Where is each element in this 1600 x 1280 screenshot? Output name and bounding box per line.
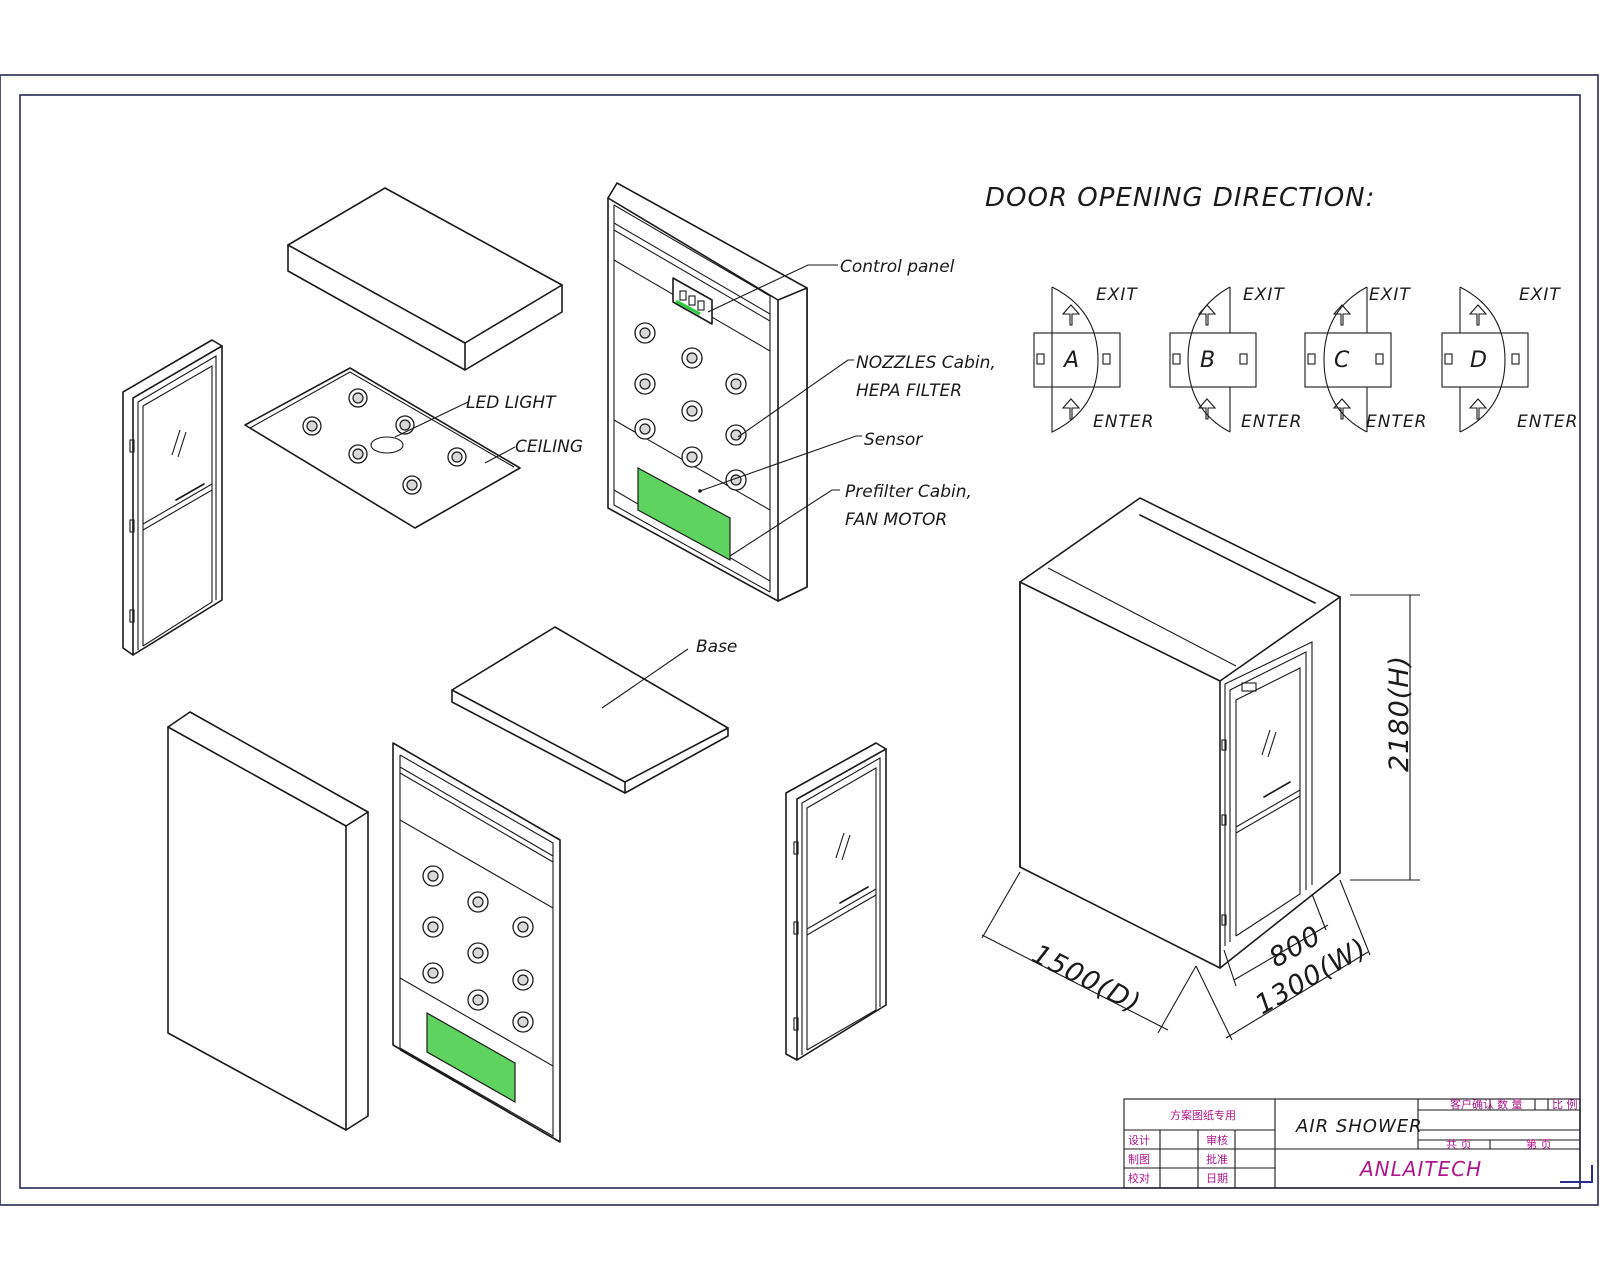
enter-a: ENTER	[1093, 412, 1154, 432]
tb-left-header: 方案图纸专用	[1170, 1108, 1236, 1122]
control-leader	[707, 264, 838, 313]
exit-d: EXIT	[1519, 285, 1561, 305]
depth-dim-line	[981, 934, 1169, 1031]
front-nozzles-top	[634, 322, 747, 491]
door-option-b	[1169, 286, 1257, 433]
door-letter-c: C	[1334, 348, 1350, 373]
door-option-c	[1304, 286, 1392, 433]
tb-qty: 数 量	[1497, 1098, 1523, 1111]
door-direction-heading: DOOR OPENING DIRECTION:	[985, 183, 1375, 213]
width-dim-line	[1225, 951, 1369, 1039]
base-leader	[601, 648, 689, 709]
title-block	[1123, 1098, 1593, 1189]
prefilter-grille-top	[637, 466, 731, 562]
prefilter-leader	[729, 489, 840, 557]
dim-depth: 1500(D)	[1027, 939, 1146, 1020]
door-option-d	[1441, 286, 1529, 433]
label-sensor: Sensor	[864, 430, 923, 450]
label-hepa: HEPA FILTER	[856, 381, 962, 401]
door-right-bottom	[785, 742, 887, 1061]
label-nozzles: NOZZLES Cabin,	[856, 353, 996, 373]
sensor-leader	[699, 435, 862, 492]
tb-product: AIR SHOWER	[1295, 1116, 1423, 1137]
assembled-air-shower	[981, 497, 1420, 1041]
tb-design: 设计	[1128, 1134, 1150, 1147]
tb-company: ANLAITECH	[1358, 1157, 1482, 1181]
tb-page: 第 页	[1526, 1137, 1552, 1151]
led-leader	[394, 401, 469, 438]
tb-total-pages: 共 页	[1446, 1138, 1472, 1151]
exit-b: EXIT	[1243, 285, 1285, 305]
ceiling-nozzles	[302, 388, 467, 495]
enter-c: ENTER	[1366, 412, 1427, 432]
led-light-ring	[370, 436, 404, 454]
dim-height: 2180(H)	[1384, 655, 1415, 772]
inner-frame	[19, 94, 1581, 1189]
door-letter-d: D	[1470, 348, 1488, 373]
tb-client-confirm: 客户确认	[1450, 1097, 1494, 1111]
tb-approve: 批准	[1206, 1152, 1228, 1166]
side-panel	[167, 711, 369, 1131]
front-panel-bottom	[392, 742, 561, 1143]
door-letter-b: B	[1200, 348, 1216, 373]
tb-date: 日期	[1206, 1172, 1228, 1185]
exit-c: EXIT	[1369, 285, 1411, 305]
door-letter-a: A	[1062, 348, 1080, 373]
ceiling-leader	[484, 446, 516, 464]
label-prefilter: Prefilter Cabin,	[845, 482, 972, 502]
roof-panel	[287, 187, 563, 371]
front-panel-top	[607, 182, 808, 602]
tb-drawn: 制图	[1128, 1153, 1150, 1166]
nozzle-leader	[737, 359, 854, 438]
label-fan-motor: FAN MOTOR	[845, 510, 947, 530]
enter-d: ENTER	[1517, 412, 1578, 432]
door-left-top	[122, 339, 223, 656]
tb-check: 校对	[1128, 1171, 1150, 1185]
tb-review: 审核	[1206, 1133, 1228, 1147]
label-led-light: LED LIGHT	[466, 393, 557, 413]
label-control-panel: Control panel	[840, 257, 955, 277]
label-base: Base	[696, 637, 737, 657]
door-option-a	[1033, 286, 1121, 433]
outer-frame	[0, 74, 1599, 1206]
label-ceiling: CEILING	[515, 437, 583, 457]
front-nozzles-bottom	[422, 865, 534, 1033]
tb-scale: 比 例	[1552, 1097, 1578, 1111]
base-panel	[451, 626, 729, 794]
enter-b: ENTER	[1241, 412, 1302, 432]
exit-a: EXIT	[1096, 285, 1138, 305]
door-dim-line	[1233, 924, 1329, 981]
ceiling-panel	[244, 367, 521, 529]
prefilter-grille-bottom	[426, 1011, 516, 1104]
